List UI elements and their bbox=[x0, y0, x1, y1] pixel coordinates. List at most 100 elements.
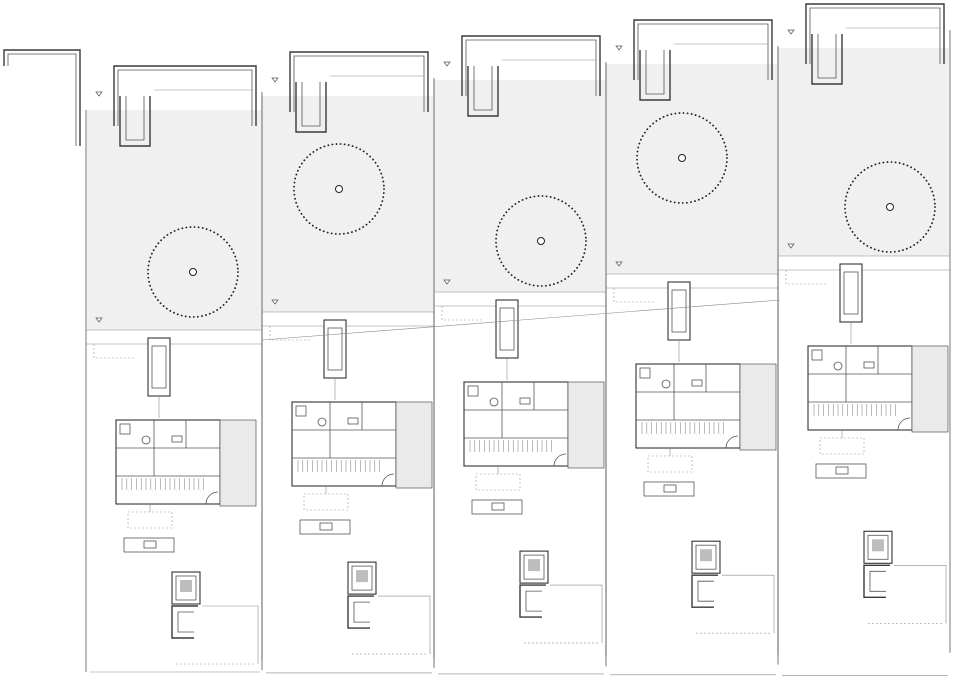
bath-fixture-icon bbox=[639, 367, 651, 379]
dining-table-outline bbox=[127, 511, 173, 529]
rear-court-outline bbox=[722, 574, 775, 634]
sink-icon bbox=[519, 397, 531, 405]
tree-canopy-icon bbox=[147, 226, 239, 318]
sink-icon bbox=[171, 435, 183, 443]
hob-icon bbox=[835, 466, 849, 475]
front-enclosure bbox=[289, 51, 429, 112]
front-enclosure-inner bbox=[293, 55, 425, 112]
chimney-icon bbox=[180, 580, 192, 592]
rear-court-outline bbox=[894, 565, 947, 624]
tree-trunk-icon bbox=[335, 185, 343, 193]
level-marker-icon bbox=[443, 61, 451, 67]
tree-trunk-icon bbox=[189, 268, 197, 276]
dining-table-outline bbox=[303, 493, 349, 511]
dashed-path bbox=[613, 288, 656, 303]
dashed-path bbox=[269, 326, 312, 341]
door-swing-icon bbox=[553, 453, 567, 467]
planter-inner bbox=[125, 96, 145, 141]
fireplace-inner bbox=[867, 534, 889, 560]
hob-icon bbox=[319, 522, 333, 531]
front-enclosure-inner bbox=[117, 69, 253, 126]
fireplace-wall bbox=[691, 574, 718, 608]
staircase bbox=[641, 422, 724, 434]
staircase bbox=[469, 440, 552, 452]
tree-canopy-icon bbox=[636, 112, 728, 204]
hob-icon bbox=[663, 484, 677, 493]
central-pier bbox=[495, 299, 519, 359]
fireplace-wall bbox=[347, 595, 374, 629]
fireplace-wall bbox=[863, 564, 890, 598]
tree-trunk-icon bbox=[537, 237, 545, 245]
front-enclosure bbox=[633, 19, 773, 80]
unit-5 bbox=[777, 3, 951, 676]
unit-4 bbox=[605, 19, 779, 676]
toilet-icon bbox=[833, 361, 843, 371]
door-swing-icon bbox=[205, 491, 219, 505]
dining-table-outline bbox=[647, 455, 693, 473]
central-pier bbox=[147, 337, 171, 397]
dashed-path bbox=[785, 270, 828, 285]
sink-icon bbox=[691, 379, 703, 387]
entrance-wall-inner bbox=[7, 53, 77, 146]
tree-canopy-icon bbox=[495, 195, 587, 287]
chimney-icon bbox=[872, 539, 884, 552]
level-marker-icon bbox=[271, 77, 279, 83]
fireplace-wall-inner bbox=[177, 611, 194, 633]
toilet-icon bbox=[489, 397, 499, 407]
fireplace-box bbox=[347, 561, 377, 595]
level-marker-icon bbox=[95, 91, 103, 97]
staircase bbox=[297, 460, 380, 472]
house-block bbox=[115, 419, 221, 505]
planter-outer bbox=[811, 34, 843, 85]
fireplace-wall-inner bbox=[869, 570, 886, 592]
level-marker-icon bbox=[95, 317, 103, 323]
garden-yard bbox=[779, 48, 949, 256]
central-pier-inner bbox=[327, 327, 343, 371]
kitchen-island bbox=[299, 519, 351, 535]
planter-inner bbox=[645, 50, 665, 95]
staircase bbox=[121, 478, 204, 490]
fireplace-inner bbox=[351, 565, 373, 591]
level-marker-icon bbox=[615, 45, 623, 51]
toilet-icon bbox=[317, 417, 327, 427]
tree-canopy-icon bbox=[844, 161, 936, 253]
bath-fixture-icon bbox=[467, 385, 479, 397]
sink-icon bbox=[347, 417, 359, 425]
planter-inner bbox=[817, 34, 837, 79]
bath-fixture-icon bbox=[811, 349, 823, 361]
garden-yard bbox=[87, 110, 261, 330]
house-block bbox=[463, 381, 569, 467]
tree-trunk-icon bbox=[678, 154, 686, 162]
side-courtyard bbox=[395, 401, 433, 489]
door-swing-icon bbox=[725, 435, 739, 449]
site-extras bbox=[3, 49, 781, 341]
side-courtyard bbox=[911, 345, 949, 433]
rear-court-outline bbox=[378, 595, 431, 655]
fireplace-inner bbox=[523, 554, 545, 580]
rear-court-outline bbox=[202, 605, 259, 664]
bath-fixture-icon bbox=[119, 423, 131, 435]
staircase bbox=[813, 404, 896, 416]
bath-fixture-icon bbox=[295, 405, 307, 417]
central-pier-inner bbox=[671, 289, 687, 333]
garden-yard bbox=[435, 80, 605, 292]
house-block bbox=[291, 401, 397, 487]
side-courtyard bbox=[739, 363, 777, 451]
house-block bbox=[635, 363, 741, 449]
level-marker-icon bbox=[615, 261, 623, 267]
planter-outer bbox=[295, 82, 327, 133]
door-swing-icon bbox=[381, 473, 395, 487]
row-house-units bbox=[85, 3, 951, 676]
fireplace-wall-inner bbox=[697, 580, 714, 602]
front-enclosure bbox=[461, 35, 601, 96]
site-connection-line bbox=[261, 299, 781, 341]
front-enclosure bbox=[113, 65, 257, 126]
garden-yard bbox=[263, 96, 433, 312]
hob-icon bbox=[491, 502, 505, 511]
planter-outer bbox=[467, 66, 499, 117]
kitchen-island bbox=[471, 499, 523, 515]
fireplace-wall bbox=[519, 584, 546, 618]
central-pier bbox=[667, 281, 691, 341]
level-marker-icon bbox=[271, 299, 279, 305]
side-courtyard bbox=[567, 381, 605, 469]
